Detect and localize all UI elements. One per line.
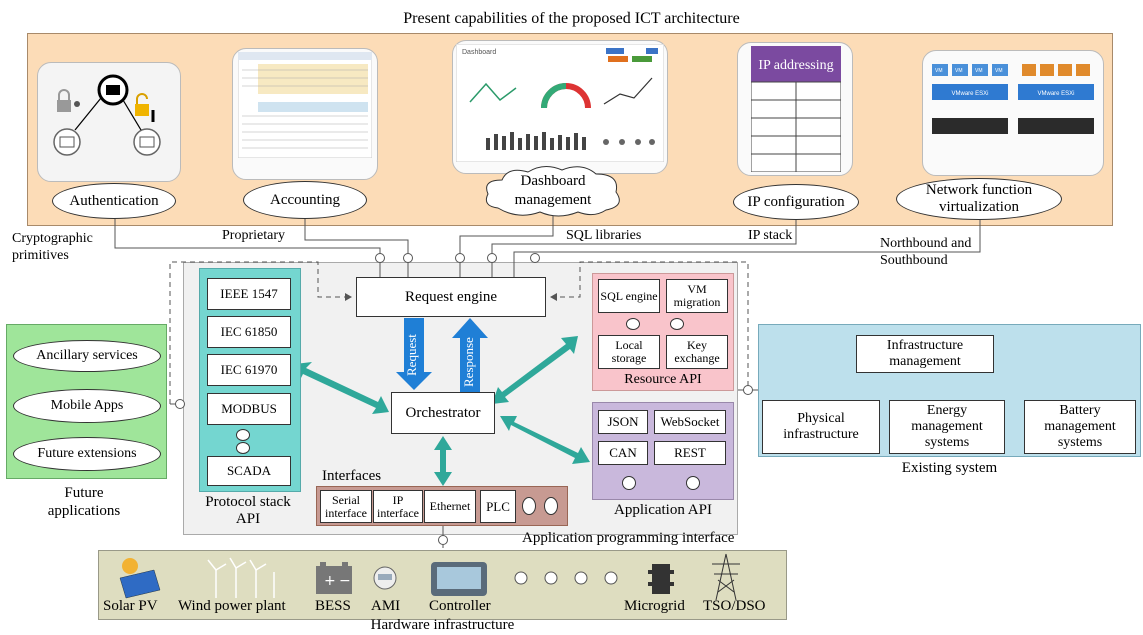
resource-item: Local storage bbox=[598, 335, 660, 369]
svg-text:−: − bbox=[339, 573, 351, 589]
protocol-item: MODBUS bbox=[207, 393, 291, 425]
infrastructure-management-box: Infrastructure management bbox=[856, 335, 994, 373]
interface-item: Serial interface bbox=[320, 490, 372, 523]
hardware-icons: + − bbox=[119, 553, 740, 601]
dashboard-management-label: Dashboard management bbox=[514, 173, 592, 208]
hardware-label: BESS bbox=[315, 598, 351, 614]
placeholder-circle bbox=[686, 476, 700, 490]
future-item: Ancillary services bbox=[13, 340, 161, 372]
hardware-label: Wind power plant bbox=[178, 598, 286, 614]
resource-item: SQL engine bbox=[598, 279, 660, 313]
interface-item: PLC bbox=[480, 490, 516, 523]
placeholder-circle bbox=[544, 497, 558, 515]
wind-turbine-icon bbox=[207, 557, 275, 598]
hardware-label: Solar PV bbox=[103, 598, 158, 614]
placeholder-circles bbox=[514, 571, 618, 585]
hardware-label: Controller bbox=[429, 598, 491, 614]
request-engine-box: Request engine bbox=[356, 277, 546, 317]
authentication-oval: Authentication bbox=[52, 183, 176, 219]
future-item: Future extensions bbox=[13, 437, 161, 471]
battery-icon: + − bbox=[316, 562, 352, 594]
lock-icon bbox=[57, 89, 149, 116]
protocol-item: IEEE 1547 bbox=[207, 278, 291, 310]
interface-item: IP interface bbox=[373, 490, 423, 523]
smart-meter-icon bbox=[373, 566, 397, 590]
hardware-label: TSO/DSO bbox=[703, 598, 766, 614]
diagram-title: Present capabilities of the proposed ICT… bbox=[403, 10, 740, 27]
existing-item: Energy management systems bbox=[889, 400, 1005, 454]
ip-addressing-table bbox=[751, 46, 841, 172]
sql-libraries-label: SQL libraries bbox=[566, 228, 642, 243]
application-item: JSON bbox=[598, 410, 648, 434]
vm-label: VM bbox=[955, 68, 963, 74]
existing-item: Battery management systems bbox=[1024, 400, 1136, 454]
resource-api-label: Resource API bbox=[624, 372, 702, 387]
microgrid-icon bbox=[648, 564, 674, 594]
vm-label: VM bbox=[995, 68, 1003, 74]
placeholder-circle bbox=[236, 442, 250, 454]
protocol-item: SCADA bbox=[207, 456, 291, 486]
future-item: Mobile Apps bbox=[13, 389, 161, 423]
svg-text:+: + bbox=[324, 573, 336, 589]
hardware-label: Microgrid bbox=[624, 598, 685, 614]
vm-label: VM bbox=[935, 68, 943, 74]
application-item: REST bbox=[654, 441, 726, 465]
vm-label: VM bbox=[975, 68, 983, 74]
vmware-label-2: VMware ESXi bbox=[1037, 91, 1074, 97]
placeholder-circle bbox=[236, 429, 250, 441]
resource-item: Key exchange bbox=[666, 335, 728, 369]
dashboard-cloud bbox=[485, 166, 620, 217]
accounting-spreadsheet-thumbnail bbox=[238, 52, 372, 158]
ip-configuration-oval: IP configuration bbox=[733, 184, 859, 220]
protocol-item: IEC 61970 bbox=[207, 354, 291, 386]
transmission-tower-icon bbox=[712, 553, 740, 601]
dashboard-thumb-title: Dashboard bbox=[462, 49, 496, 56]
nfv-oval: Network function virtualization bbox=[896, 178, 1062, 220]
existing-item: Physical infrastructure bbox=[762, 400, 880, 454]
placeholder-circle bbox=[626, 318, 640, 330]
northsouth-label: Northbound and Southbound bbox=[880, 236, 972, 268]
accounting-oval: Accounting bbox=[243, 181, 367, 219]
interface-item: Ethernet bbox=[424, 490, 476, 523]
hardware-label: AMI bbox=[371, 598, 401, 614]
response-arrow bbox=[452, 318, 488, 392]
response-label: Response bbox=[461, 337, 476, 387]
hardware-infrastructure-label: Hardware infrastructure bbox=[370, 617, 515, 633]
protocol-stack-label: Protocol stack API bbox=[205, 494, 291, 527]
application-api-label: Application API bbox=[614, 502, 712, 518]
application-item: WebSocket bbox=[654, 410, 726, 434]
interfaces-title: Interfaces bbox=[322, 468, 382, 484]
resource-item: VM migration bbox=[666, 279, 728, 313]
vmware-label-1: VMware ESXi bbox=[951, 91, 988, 97]
protocol-item: IEC 61850 bbox=[207, 316, 291, 348]
application-item: CAN bbox=[598, 441, 648, 465]
dashboard-thumbnail: Dashboard bbox=[456, 44, 664, 162]
authentication-graphic bbox=[53, 74, 161, 156]
ip-stack-label: IP stack bbox=[748, 228, 793, 243]
existing-label: Existing system bbox=[901, 460, 998, 476]
solar-pv-icon bbox=[119, 558, 161, 599]
controller-icon bbox=[431, 562, 487, 596]
request-label: Request bbox=[404, 334, 419, 376]
key-icon bbox=[74, 101, 155, 122]
ip-addressing-header: IP addressing bbox=[758, 58, 834, 73]
vmware-thumbnail: VM VM VM VM VMware ESXi VMware ESXi bbox=[932, 64, 1094, 134]
orchestrator-box: Orchestrator bbox=[391, 392, 495, 434]
request-arrow bbox=[396, 318, 432, 390]
placeholder-circle bbox=[622, 476, 636, 490]
crypto-label: Cryptographic primitives bbox=[12, 231, 93, 263]
placeholder-circle bbox=[670, 318, 684, 330]
future-label: Future applications bbox=[47, 485, 121, 519]
proprietary-label: Proprietary bbox=[222, 228, 285, 243]
api-label: Application programming interface bbox=[522, 530, 735, 546]
placeholder-circle bbox=[522, 497, 536, 515]
envelope-icon bbox=[53, 74, 161, 156]
